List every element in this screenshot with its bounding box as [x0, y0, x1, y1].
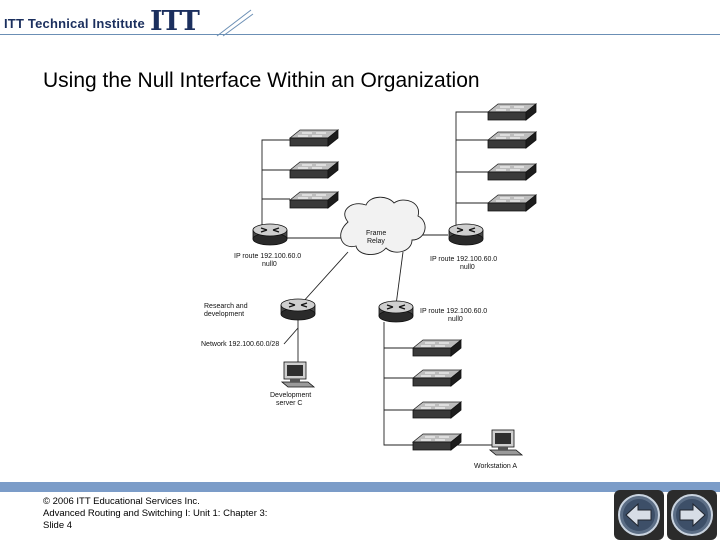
- left-router-null-label: null0: [262, 261, 277, 268]
- rd-label-line2: development: [204, 311, 244, 318]
- frame-relay-label-1: Frame: [366, 230, 386, 237]
- footer-band: [0, 482, 720, 492]
- switch-icon: [487, 131, 537, 149]
- router-icon: [448, 223, 484, 246]
- network-address-label: Network 192.100.60.0/28: [201, 341, 279, 348]
- itt-logo-mark: ITT: [150, 6, 200, 37]
- switch-icon: [412, 339, 462, 357]
- switch-icon: [487, 103, 537, 121]
- bottom-router-null-label: null0: [448, 316, 463, 323]
- next-slide-button[interactable]: [667, 490, 717, 540]
- course-text: Advanced Routing and Switching I: Unit 1…: [43, 508, 268, 519]
- switch-icon: [412, 369, 462, 387]
- workstation-label: Workstation A: [474, 463, 517, 470]
- switch-icon: [289, 191, 339, 209]
- right-router-route-label: IP route 192.100.60.0: [430, 256, 497, 263]
- previous-slide-button[interactable]: [614, 490, 664, 540]
- slide-header: ITT Technical Institute ITT: [0, 0, 720, 44]
- frame-relay-label-2: Relay: [367, 238, 385, 245]
- arrow-right-icon: [667, 490, 717, 540]
- switch-icon: [289, 129, 339, 147]
- switch-icon: [487, 194, 537, 212]
- frame-relay-cloud: [340, 196, 426, 255]
- server-computer-icon: [281, 361, 315, 388]
- router-icon: [378, 300, 414, 323]
- server-label-line2: server C: [276, 400, 302, 407]
- footer-text: © 2006 ITT Educational Services Inc. Adv…: [43, 496, 267, 532]
- router-icon: [280, 298, 316, 321]
- right-router-null-label: null0: [460, 264, 475, 271]
- arrow-left-icon: [614, 490, 664, 540]
- router-icon: [252, 223, 288, 246]
- header-divider: [0, 34, 720, 35]
- left-router-route-label: IP route 192.100.60.0: [234, 253, 301, 260]
- workstation-computer-icon: [489, 429, 523, 456]
- switch-icon: [487, 163, 537, 181]
- network-diagram-svg: Frame Relay IP route 192.100.60.0 null0 …: [201, 103, 537, 470]
- slide-title: Using the Null Interface Within an Organ…: [43, 69, 480, 92]
- header-decoration-icon: [216, 9, 254, 37]
- switch-icon: [412, 433, 462, 451]
- copyright-text: © 2006 ITT Educational Services Inc.: [43, 496, 200, 507]
- rd-label-line1: Research and: [204, 303, 248, 310]
- switch-icon: [289, 161, 339, 179]
- network-diagram: Frame Relay IP route 192.100.60.0 null0 …: [198, 100, 538, 476]
- slide-number: Slide 4: [43, 520, 73, 531]
- server-label-line1: Development: [270, 392, 311, 399]
- bottom-router-route-label: IP route 192.100.60.0: [420, 308, 487, 315]
- switch-icon: [412, 401, 462, 419]
- institute-logo-text: ITT Technical Institute: [4, 16, 145, 31]
